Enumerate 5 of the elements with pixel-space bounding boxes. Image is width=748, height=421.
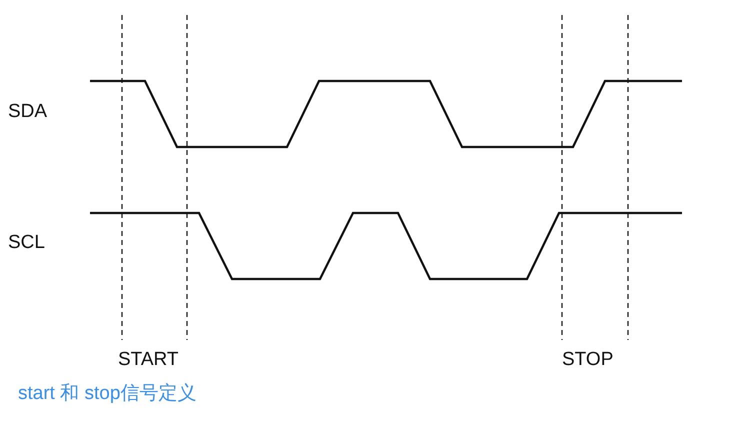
signal-label: SDA [8,102,48,121]
signal-label: START [118,350,179,369]
caption: start 和 stop信号定义 [18,384,196,403]
signal-label: STOP [562,350,614,369]
signal-label: SCL [8,233,45,252]
